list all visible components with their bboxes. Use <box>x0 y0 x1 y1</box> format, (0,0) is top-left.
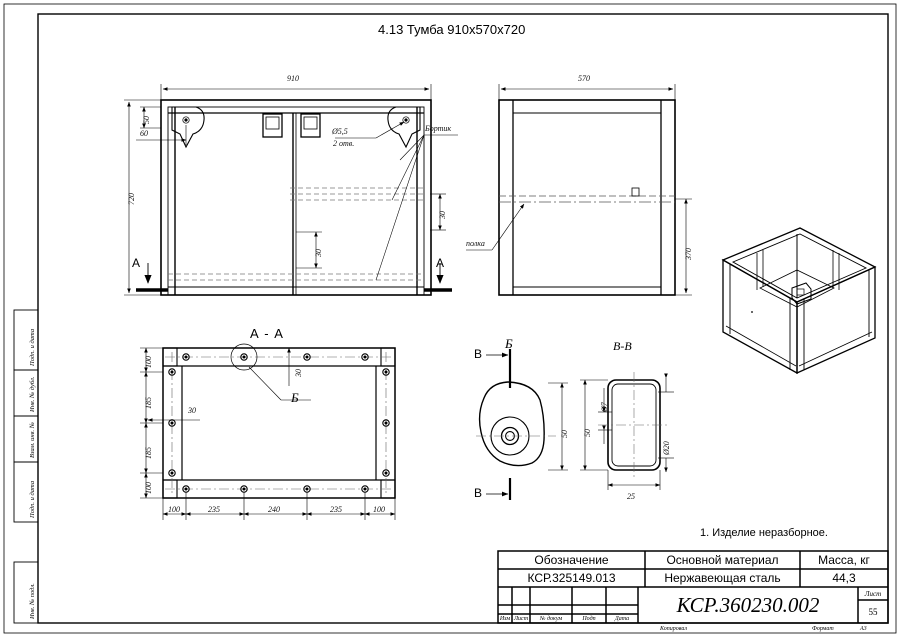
copied-label: Копировал <box>660 626 687 632</box>
sheet-number: 55 <box>868 606 878 617</box>
drawing-title: 4.13 Тумба 910x570x720 <box>378 22 526 37</box>
dim-aa-inner: 30 <box>188 406 196 415</box>
section-mark-v-bottom: В <box>474 486 483 500</box>
rev-col-podp: Подп <box>582 615 596 622</box>
dim-aa-h3: 240 <box>268 505 280 514</box>
dim-aa-top: 30 <box>294 369 303 377</box>
dim-front-width: 910 <box>287 74 299 83</box>
main-designation: КСР.360230.002 <box>676 592 820 617</box>
margin-label-3: Подп. и дата <box>29 480 36 518</box>
isometric-geometry <box>721 227 877 375</box>
callout-hole-qty: 2 отв. <box>333 139 355 148</box>
rev-col-docnum: № докум <box>539 615 563 622</box>
title-block-header-material: Основной материал <box>666 553 779 567</box>
dim-vv-hole-small: Ø7 <box>600 402 609 412</box>
format-label: Формат <box>812 626 834 632</box>
callout-flange: Бортик <box>425 124 452 133</box>
dim-aa-v1: 100 <box>144 356 153 368</box>
side-view-dimensions <box>466 84 692 296</box>
dim-aa-h5: 100 <box>373 505 385 514</box>
dim-front-side-offset: 60 <box>140 129 148 138</box>
margin-label-boxes <box>13 309 39 624</box>
dim-aa-v3: 185 <box>144 447 153 459</box>
sheet-label: Лист <box>864 589 882 598</box>
dim-vv-hole-large: Ø20 <box>662 441 671 455</box>
section-vv-dimensions <box>580 373 674 490</box>
dim-detail-b: 50 <box>560 430 569 438</box>
front-view-dimensions <box>124 84 458 296</box>
section-aa-title: А - А <box>250 326 284 341</box>
section-mark-v-top: В <box>474 347 483 361</box>
dim-front-flange-b: 30 <box>314 249 323 257</box>
detail-mark-b-leader: Б <box>291 390 299 405</box>
bolt-group-top <box>182 353 369 361</box>
title-block-value-material: Нержавеющая сталь <box>664 571 781 585</box>
dim-front-height: 720 <box>127 193 136 205</box>
rev-col-list: Лист <box>513 615 529 622</box>
detail-b-geometry <box>476 349 568 500</box>
section-vv-title: В-В <box>613 339 632 353</box>
front-view-geometry <box>160 99 432 296</box>
callout-shelf: полка <box>466 239 485 248</box>
dim-vv-width: 25 <box>627 492 635 501</box>
margin-label-4: Инв. № подл. <box>29 583 36 619</box>
dim-vv-height: 50 <box>583 429 592 437</box>
title-block-header-designation: Обозначение <box>534 553 609 567</box>
margin-label-2: Взам. инв. № <box>29 422 36 458</box>
callout-hole-diameter: Ø5,5 <box>332 127 348 136</box>
dim-aa-h2: 235 <box>208 505 220 514</box>
dim-front-flange-a: 30 <box>438 211 447 219</box>
margin-label-0: Подп. и дата <box>29 328 36 366</box>
dim-front-top-offset: 50 <box>142 116 151 124</box>
dim-side-depth: 570 <box>578 74 590 83</box>
section-mark-a-right: А <box>436 256 445 270</box>
section-mark-a-left: А <box>132 256 141 270</box>
technical-note: 1. Изделие неразборное. <box>700 527 828 539</box>
section-vv-geometry <box>598 372 670 478</box>
dim-side-shelf-height: 370 <box>684 248 693 260</box>
dim-aa-h1: 100 <box>168 505 180 514</box>
section-aa-geometry <box>162 343 396 499</box>
rev-col-izm: Изм <box>499 615 511 622</box>
side-view-geometry <box>498 99 676 296</box>
bolt-group-left <box>168 368 176 477</box>
section-aa-dimensions <box>140 347 396 520</box>
dim-aa-v4: 100 <box>144 482 153 494</box>
format-value: А3 <box>860 626 867 632</box>
title-block-value-designation: КСР.325149.013 <box>527 571 616 585</box>
title-block-value-mass: 44,3 <box>832 571 856 585</box>
dim-aa-h4: 235 <box>330 505 342 514</box>
title-block-header-mass: Масса, кг <box>818 553 870 567</box>
bolt-group-right <box>382 368 390 477</box>
rev-col-data: Дата <box>614 615 630 622</box>
section-arrows-aa <box>136 263 452 292</box>
dim-aa-v2: 185 <box>144 397 153 409</box>
detail-b-title: Б <box>505 336 513 351</box>
margin-label-1: Инв. № дубл. <box>29 376 36 412</box>
